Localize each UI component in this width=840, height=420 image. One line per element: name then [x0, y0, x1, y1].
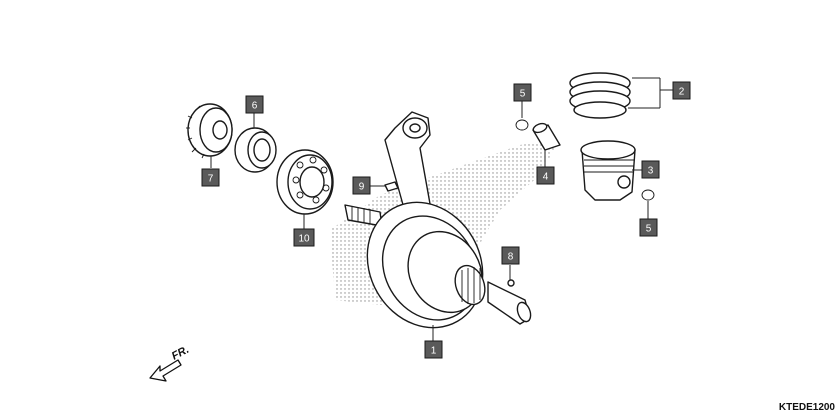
callout-label: 2 — [679, 87, 685, 98]
callout-5-lower: 5 — [639, 218, 658, 237]
crankshaft — [344, 201, 532, 329]
callout-label: 7 — [208, 174, 214, 185]
diagram-code: KTEDE1200 — [779, 402, 836, 413]
front-direction-label: FR. — [170, 344, 191, 363]
callout-label: 9 — [359, 182, 365, 193]
callout-10: 10 — [293, 228, 315, 247]
callout-3: 3 — [641, 160, 660, 179]
front-direction-indicator: FR. — [149, 344, 191, 382]
callout-label: 10 — [298, 234, 310, 245]
callout-label: 3 — [648, 166, 654, 177]
primary-drive-gear — [186, 103, 233, 159]
callout-5-upper: 5 — [513, 83, 532, 102]
callout-label: 5 — [520, 89, 526, 100]
callout-label: 6 — [252, 101, 258, 112]
piston-ring-set — [569, 72, 631, 119]
callout-6: 6 — [245, 95, 264, 114]
connecting-rod — [384, 111, 433, 231]
callout-8: 8 — [501, 246, 520, 265]
callout-2: 2 — [672, 81, 691, 100]
callout-label: 5 — [646, 224, 652, 235]
woodruff-key — [384, 181, 399, 192]
piston — [580, 140, 636, 201]
piston-pin-clip-upper — [515, 119, 529, 131]
ball-bearing — [276, 149, 334, 215]
callout-4: 4 — [536, 166, 555, 185]
callout-label: 8 — [508, 252, 514, 263]
piston-pin-clip-lower — [641, 189, 655, 201]
oil-seal — [234, 127, 277, 173]
piston-pin — [532, 122, 561, 151]
callout-7: 7 — [201, 168, 220, 187]
callout-9: 9 — [352, 176, 371, 195]
callout-1: 1 — [424, 340, 443, 359]
leader-lines — [210, 77, 673, 342]
arrow-icon — [149, 359, 182, 382]
callout-label: 4 — [543, 172, 549, 183]
callout-label: 1 — [431, 346, 437, 357]
